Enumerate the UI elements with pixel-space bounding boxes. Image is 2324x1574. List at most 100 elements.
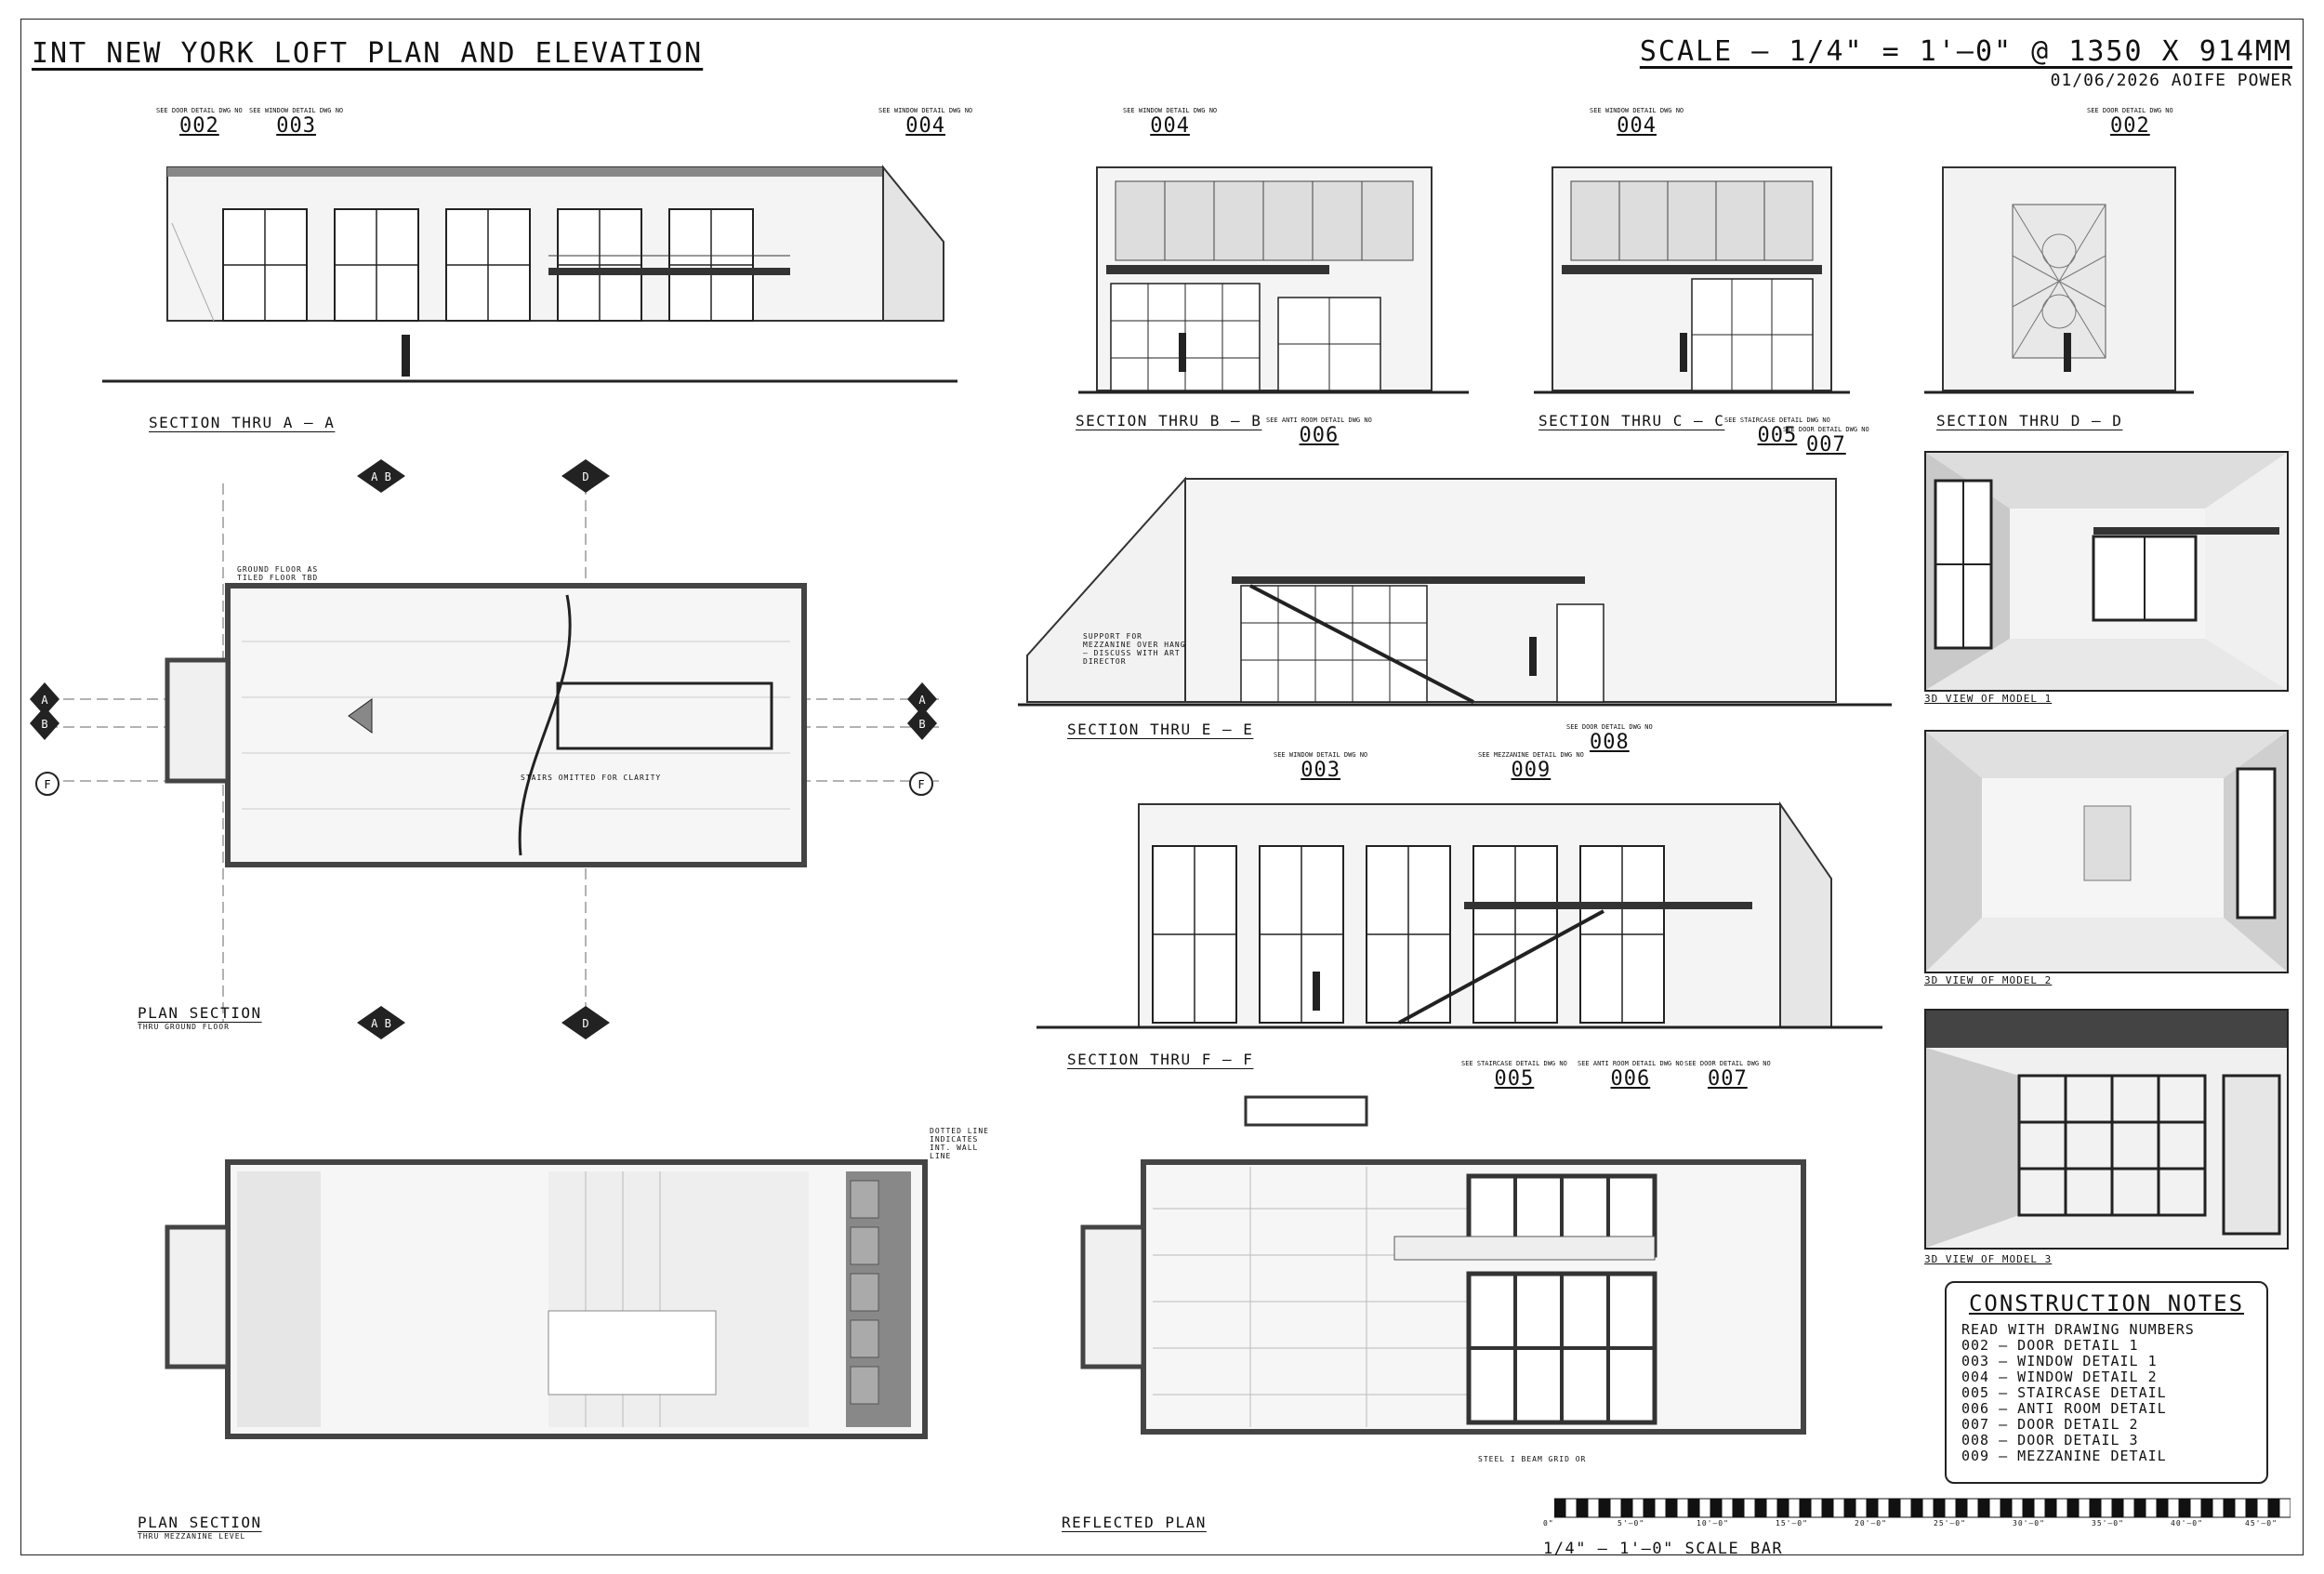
scale-bar-segment bbox=[2033, 1498, 2046, 1518]
scale-tick-label: 45'–0" bbox=[2245, 1519, 2278, 1528]
scale-bar-segment bbox=[2111, 1498, 2124, 1518]
scale-bar-segment bbox=[1944, 1498, 1957, 1518]
callout-c-005: SEE STAIRCASE DETAIL DWG NO 005 bbox=[1724, 417, 1830, 447]
scale-tick-label: 30'–0" bbox=[2013, 1519, 2045, 1528]
svg-text:F: F bbox=[918, 778, 924, 791]
plan-mezz-drawing bbox=[165, 1159, 928, 1439]
scale-bar-segment bbox=[1676, 1498, 1689, 1518]
callout-f-003: SEE WINDOW DETAIL DWG NO 003 bbox=[1274, 751, 1368, 782]
scale-bar bbox=[1553, 1497, 2291, 1519]
scale-bar-segment bbox=[1609, 1498, 1622, 1518]
scale-bar-segment bbox=[1832, 1498, 1845, 1518]
section-a-drawing bbox=[102, 165, 957, 383]
marker-f-right: F bbox=[907, 770, 935, 801]
section-e-drawing bbox=[1018, 476, 1892, 707]
callout-a-004: SEE WINDOW DETAIL DWG NO 004 bbox=[878, 107, 973, 138]
scale-bar-segment bbox=[1877, 1498, 1890, 1518]
marker-d-top: D bbox=[558, 457, 614, 498]
scale-bar-segment bbox=[1866, 1498, 1879, 1518]
scale-bar-segment bbox=[1598, 1498, 1611, 1518]
ground-floor-note: GROUND FLOOR AS TILED FLOOR TBD bbox=[237, 565, 319, 582]
stair-note: STAIRS OMITTED FOR CLARITY bbox=[521, 774, 662, 782]
marker-f-left: F bbox=[33, 770, 61, 801]
scale-tick-label: 10'–0" bbox=[1697, 1519, 1729, 1528]
scale-bar-segment bbox=[1888, 1498, 1901, 1518]
note-line: READ WITH DRAWING NUMBERS bbox=[1961, 1321, 2195, 1338]
sheet-scale: SCALE – 1/4" = 1'–0" @ 1350 X 914MM bbox=[1639, 35, 2292, 68]
callout-c-007: SEE DOOR DETAIL DWG NO 007 bbox=[1783, 426, 1869, 456]
scale-bar-segment bbox=[1654, 1498, 1667, 1518]
section-c-drawing bbox=[1534, 166, 1850, 394]
section-f-drawing bbox=[1037, 800, 1882, 1029]
scale-bar-segment bbox=[2089, 1498, 2102, 1518]
scale-bar-segment bbox=[1855, 1498, 1868, 1518]
plan-mezz-sublabel: THRU MEZZANINE LEVEL bbox=[138, 1532, 246, 1541]
scale-bar-segment bbox=[2122, 1498, 2135, 1518]
3d-model-1-label: 3D VIEW OF MODEL 1 bbox=[1924, 693, 2053, 705]
scale-bar-segment bbox=[2256, 1498, 2269, 1518]
support-note-e: SUPPORT FOR MEZZANINE OVER HANG – DISCUS… bbox=[1083, 632, 1186, 666]
scale-bar-segment bbox=[1810, 1498, 1823, 1518]
reflected-plan-drawing bbox=[1080, 1095, 1806, 1435]
section-f-label: SECTION THRU F – F bbox=[1067, 1051, 1254, 1068]
scale-bar-segment bbox=[1743, 1498, 1756, 1518]
scale-bar-segment bbox=[1921, 1498, 1934, 1518]
scale-bar-segment bbox=[1643, 1498, 1656, 1518]
scale-bar-segment bbox=[1721, 1498, 1734, 1518]
scale-bar-ticks: 0" 5'–0" 10'–0" 15'–0" 20'–0" 25'–0" 30'… bbox=[1543, 1519, 2287, 1532]
scale-bar-segment bbox=[1587, 1498, 1600, 1518]
scale-bar-label: 1/4" – 1'–0" SCALE BAR bbox=[1543, 1540, 1784, 1558]
plan-ground-drawing bbox=[46, 483, 939, 1023]
callout-c-004: SEE WINDOW DETAIL DWG NO 004 bbox=[1590, 107, 1684, 138]
sheet-date-author: 01/06/2026 AOIFE POWER bbox=[2050, 71, 2292, 90]
scale-bar-segment bbox=[1732, 1498, 1745, 1518]
3d-model-1-image bbox=[1924, 451, 2289, 692]
3d-model-2-image bbox=[1924, 730, 2289, 973]
scale-bar-segment bbox=[1765, 1498, 1778, 1518]
callout-b-004: SEE WINDOW DETAIL DWG NO 004 bbox=[1123, 107, 1218, 138]
scale-bar-segment bbox=[2178, 1498, 2191, 1518]
scale-bar-segment bbox=[1553, 1498, 1566, 1518]
svg-text:B: B bbox=[41, 718, 47, 731]
scale-bar-segment bbox=[1788, 1498, 1801, 1518]
scale-bar-segment bbox=[2267, 1498, 2280, 1518]
scale-bar-segment bbox=[1631, 1498, 1644, 1518]
scale-bar-segment bbox=[2145, 1498, 2158, 1518]
scale-bar-segment bbox=[1754, 1498, 1767, 1518]
marker-ab-top-text: A B bbox=[371, 470, 391, 483]
scale-tick-label: 15'–0" bbox=[1776, 1519, 1808, 1528]
callout-f-005: SEE STAIRCASE DETAIL DWG NO 005 bbox=[1461, 1060, 1567, 1091]
scale-bar-segment bbox=[2067, 1498, 2080, 1518]
scale-bar-segment bbox=[2000, 1498, 2013, 1518]
scale-bar-segment bbox=[1698, 1498, 1711, 1518]
scale-bar-segment bbox=[2055, 1498, 2068, 1518]
3d-model-3-image bbox=[1924, 1009, 2289, 1250]
scale-bar-segment bbox=[1821, 1498, 1834, 1518]
scale-bar-segment bbox=[1933, 1498, 1946, 1518]
scale-bar-segment bbox=[1799, 1498, 1812, 1518]
marker-d-bottom: D bbox=[558, 1004, 614, 1045]
scale-bar-segment bbox=[2245, 1498, 2258, 1518]
dotted-line-note: DOTTED LINE INDICATES INT. WALL LINE bbox=[930, 1127, 989, 1160]
scale-bar-segment bbox=[2200, 1498, 2213, 1518]
section-b-drawing bbox=[1078, 166, 1469, 394]
scale-tick-label: 20'–0" bbox=[1855, 1519, 1887, 1528]
scale-bar-segment bbox=[1966, 1498, 1979, 1518]
plan-ground-label: PLAN SECTION bbox=[138, 1004, 262, 1022]
scale-tick-label: 25'–0" bbox=[1934, 1519, 1966, 1528]
reflected-plan-label: REFLECTED PLAN bbox=[1062, 1514, 1207, 1531]
scale-bar-segment bbox=[2078, 1498, 2091, 1518]
note-line: 008 – DOOR DETAIL 3 bbox=[1961, 1432, 2139, 1448]
scale-bar-segment bbox=[1665, 1498, 1678, 1518]
3d-model-2-label: 3D VIEW OF MODEL 2 bbox=[1924, 974, 2053, 986]
scale-bar-segment bbox=[2234, 1498, 2247, 1518]
scale-bar-segment bbox=[2133, 1498, 2146, 1518]
callout-f-006: SEE ANTI ROOM DETAIL DWG NO 006 bbox=[1578, 1060, 1684, 1091]
callout-a-003: SEE WINDOW DETAIL DWG NO 003 bbox=[249, 107, 344, 138]
scale-bar-segment bbox=[2011, 1498, 2024, 1518]
scale-bar-segment bbox=[1843, 1498, 1856, 1518]
svg-text:A B: A B bbox=[371, 1017, 391, 1030]
marker-ab-right: A B bbox=[904, 679, 941, 747]
callout-d-002: SEE DOOR DETAIL DWG NO 002 bbox=[2087, 107, 2173, 138]
svg-text:B: B bbox=[918, 718, 925, 731]
